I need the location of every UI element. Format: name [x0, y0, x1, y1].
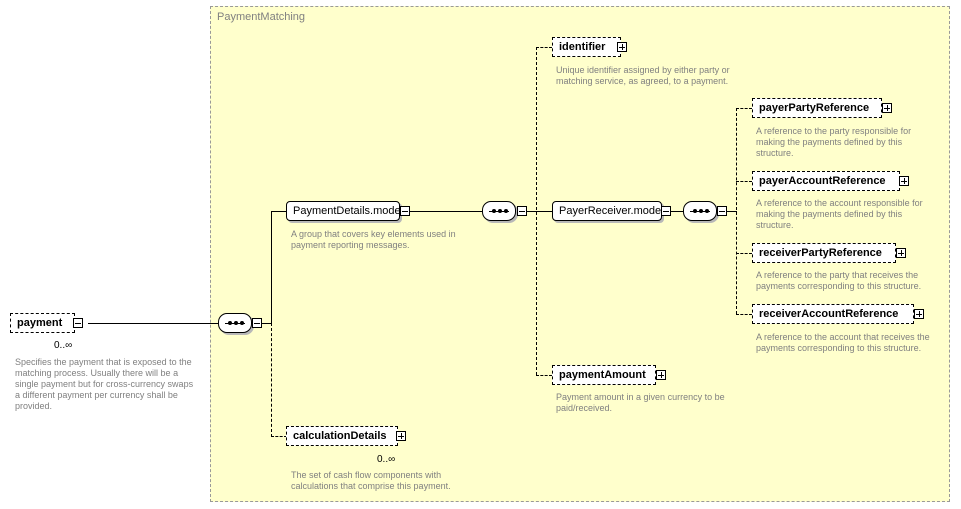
connector-to-receiveraccountreference [736, 314, 752, 315]
collapse-sequence-icon[interactable] [252, 318, 262, 328]
connector-to-identifier [536, 47, 552, 48]
connector-to-receiverpartyreference [736, 253, 752, 254]
sequence-compositor-icon[interactable] [218, 313, 252, 333]
connector-to-paymentamount [536, 375, 552, 376]
connector-to-calculationdetails [271, 436, 287, 437]
paymentdetails-model-group[interactable]: PaymentDetails.model [286, 201, 403, 221]
connector-seq1-vertical-down [271, 323, 272, 437]
payment-description: Specifies the payment that is exposed to… [15, 357, 194, 411]
payeraccountreference-element[interactable]: payerAccountReference [752, 171, 900, 191]
expand-receiverpartyreference-icon[interactable] [896, 248, 906, 258]
calculationdetails-description: The set of cash flow components with cal… [291, 470, 451, 491]
calculationdetails-element[interactable]: calculationDetails [286, 423, 401, 446]
sequence-compositor-icon[interactable] [683, 201, 717, 221]
expand-receiveraccountreference-icon[interactable] [914, 309, 924, 319]
payeraccountreference-description: A reference to the account responsible f… [756, 198, 923, 230]
receiverpartyreference-element[interactable]: receiverPartyReference [752, 243, 896, 263]
paymentamount-element[interactable]: paymentAmount [552, 365, 656, 385]
expand-calculationdetails-icon[interactable] [396, 431, 406, 441]
expand-payeraccountreference-icon[interactable] [899, 176, 909, 186]
connector-to-paymentdetails [271, 211, 287, 212]
receiveraccountreference-element[interactable]: receiverAccountReference [752, 304, 914, 324]
connector-seq3-vertical [736, 108, 737, 314]
collapse-paymentdetails-icon[interactable] [400, 206, 410, 216]
group-title: PaymentMatching [217, 11, 306, 23]
connector-to-payerpartyreference [736, 108, 752, 109]
connector-paymentdetails-to-seq2 [410, 211, 482, 212]
expand-payerpartyreference-icon[interactable] [882, 103, 892, 113]
payerpartyreference-description: A reference to the party responsible for… [756, 126, 912, 158]
collapse-sequence-icon[interactable] [717, 206, 727, 216]
payerreceiver-model-group[interactable]: PayerReceiver.model [552, 201, 664, 221]
connector-seq2-stub [527, 211, 537, 212]
collapse-payerreceiver-icon[interactable] [661, 206, 671, 216]
collapse-payment-icon[interactable] [73, 318, 83, 328]
identifier-element[interactable]: identifier [552, 34, 624, 57]
paymentamount-description: Payment amount in a given currency to be… [556, 392, 725, 413]
calculationdetails-cardinality: 0..∞ [377, 454, 396, 465]
connector-to-payeraccountreference [736, 181, 752, 182]
connector-payerreceiver-to-seq3 [671, 211, 683, 212]
expand-identifier-icon[interactable] [617, 42, 627, 52]
expand-paymentamount-icon[interactable] [656, 370, 666, 380]
connector-seq1-vertical-up [271, 211, 272, 324]
connector-payment-to-seq [88, 323, 218, 324]
identifier-description: Unique identifier assigned by either par… [556, 65, 730, 86]
connector-seq1-stub [262, 323, 272, 324]
receiverpartyreference-description: A reference to the party that receives t… [756, 270, 922, 291]
paymentdetails-description: A group that covers key elements used in… [291, 229, 456, 250]
collapse-sequence-icon[interactable] [517, 206, 527, 216]
connector-seq3-stub [727, 211, 737, 212]
payerpartyreference-element[interactable]: payerPartyReference [752, 98, 882, 118]
sequence-compositor-icon[interactable] [482, 201, 516, 221]
connector-to-payerreceiver [536, 211, 552, 212]
payment-cardinality: 0..∞ [54, 340, 73, 351]
payment-element[interactable]: payment [10, 310, 78, 333]
receiveraccountreference-description: A reference to the account that receives… [756, 332, 930, 353]
